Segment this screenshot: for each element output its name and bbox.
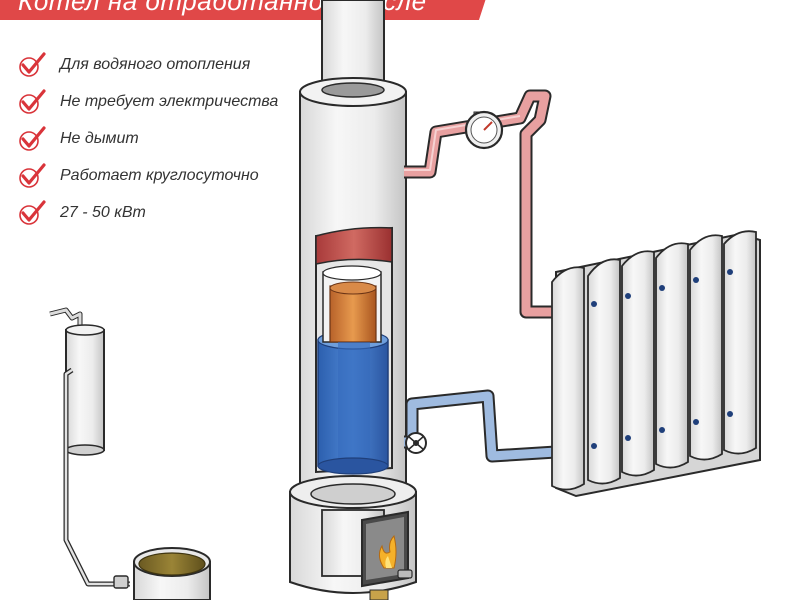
valve-icon (405, 432, 427, 454)
radiator (551, 230, 761, 498)
feature-item: Для водяного отопления (18, 46, 278, 83)
flame-icon (378, 535, 397, 569)
feature-label: Не требует электричества (60, 92, 279, 110)
feature-label: 27 - 50 кВт (60, 203, 146, 221)
checkmark-icon (19, 162, 46, 188)
pressure-gauge-icon (464, 110, 504, 150)
feature-label: Работает круглосуточно (60, 166, 259, 184)
feature-label: Не дымит (60, 129, 139, 147)
checkmark-icon (19, 125, 46, 151)
feature-item: Не требует электричества (18, 83, 278, 120)
feature-label: Для водяного отопления (60, 55, 251, 73)
feature-list: Для водяного отопления Не требует электр… (18, 46, 278, 231)
feature-item: Работает круглосуточно (18, 157, 278, 194)
cold-water-pipe (404, 389, 557, 463)
fuel-line (63, 367, 130, 589)
checkmark-icon (19, 199, 46, 225)
checkmark-icon (19, 51, 46, 77)
burner-base (289, 475, 417, 600)
boiler-cutaway (315, 226, 393, 475)
feature-item: Не дымит (18, 120, 278, 157)
feature-item: 27 - 50 кВт (18, 194, 278, 231)
checkmark-icon (19, 88, 46, 114)
water-tank (49, 307, 105, 456)
oil-container (133, 547, 211, 600)
